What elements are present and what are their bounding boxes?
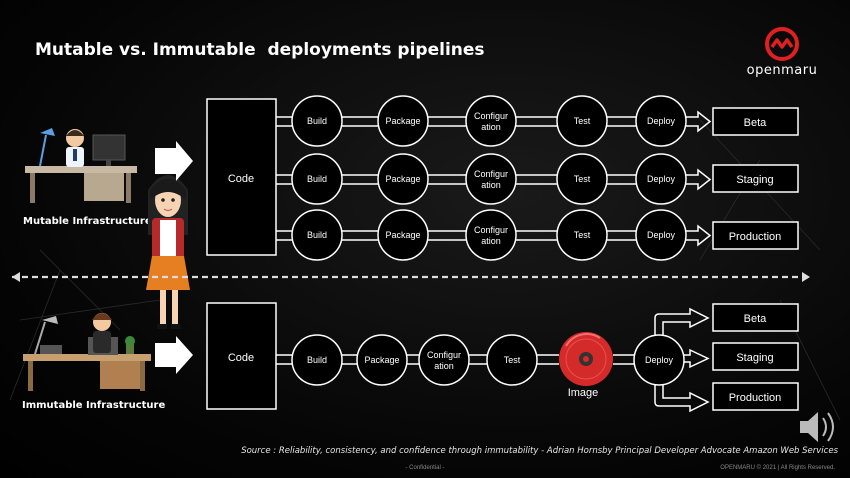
input-arrows	[155, 141, 193, 374]
target-staging-label: Staging	[736, 174, 773, 186]
stage-configuration	[465, 209, 517, 261]
mutable-code-box	[206, 98, 277, 256]
mutable-infrastructure-label: Mutable Infrastructure	[23, 216, 152, 227]
stage-package-label: Package	[385, 116, 420, 126]
image-label: Image	[568, 387, 599, 399]
target-beta-label: Beta	[744, 117, 768, 129]
openmaru-logo-icon	[765, 27, 799, 61]
image-disc-icon	[559, 332, 613, 386]
presenter-illustration	[146, 175, 190, 329]
stage-deploy-label: Deploy	[647, 230, 676, 240]
target-production-box	[712, 382, 799, 411]
target-production-label: Production	[729, 392, 782, 404]
stage-test	[486, 334, 538, 386]
stage-build-label: Build	[307, 116, 327, 126]
stage-package	[377, 209, 429, 261]
stage-deploy-label: Deploy	[647, 174, 676, 184]
stage-test	[556, 153, 608, 205]
stage-test-label: Test	[574, 230, 591, 240]
immutable-code-label: Code	[228, 352, 254, 364]
stage-build	[291, 95, 343, 147]
immutable-input-arrow	[155, 336, 193, 374]
stage-deploy-label: Deploy	[645, 355, 674, 365]
mutable-input-arrow	[155, 141, 193, 181]
deploy-branch-arrows	[654, 307, 710, 413]
stage-build	[291, 334, 343, 386]
stage-deploy	[635, 209, 687, 261]
target-staging-label: Staging	[736, 352, 773, 364]
stage-package	[377, 95, 429, 147]
speaker-icon[interactable]	[800, 412, 834, 442]
row-connectors	[276, 110, 712, 133]
stage-test	[556, 209, 608, 261]
stage-deploy	[635, 95, 687, 147]
stage-test-label: Test	[574, 174, 591, 184]
logo-text: openmaru	[746, 63, 818, 78]
stage-configuration	[418, 334, 470, 386]
immutable-code-box	[206, 302, 277, 410]
stage-deploy	[633, 334, 685, 386]
stage-build	[291, 209, 343, 261]
immutable-connectors	[276, 354, 634, 365]
row-connectors	[276, 224, 712, 247]
stage-build	[291, 153, 343, 205]
target-beta-box	[712, 107, 799, 136]
divider-left-arrow-icon	[12, 272, 20, 282]
page-title: Mutable vs. Immutable deployments pipeli…	[35, 40, 485, 60]
target-staging-box	[712, 164, 799, 193]
stage-package	[377, 153, 429, 205]
stage-configuration	[465, 153, 517, 205]
source-citation: Source : Reliability, consistency, and c…	[241, 446, 838, 456]
stage-package	[356, 334, 408, 386]
row-connectors	[276, 168, 712, 191]
stage-package-label: Package	[364, 355, 399, 365]
stage-deploy-label: Deploy	[647, 116, 676, 126]
confidential-label: - Confidential -	[405, 465, 445, 471]
stage-deploy	[635, 153, 687, 205]
divider-right-arrow-icon	[802, 272, 810, 282]
target-beta-label: Beta	[744, 313, 768, 325]
mutable-developer-illustration	[25, 128, 137, 203]
stage-configuration	[465, 95, 517, 147]
stage-build-label: Build	[307, 174, 327, 184]
stage-build-label: Build	[307, 355, 327, 365]
target-production-label: Production	[729, 231, 782, 243]
target-beta-box	[712, 303, 799, 332]
mutable-code-label: Code	[228, 173, 254, 185]
stage-test	[556, 95, 608, 147]
stage-build-label: Build	[307, 230, 327, 240]
stage-package-label: Package	[385, 230, 420, 240]
stage-package-label: Package	[385, 174, 420, 184]
immutable-infrastructure-label: Immutable Infrastructure	[22, 400, 166, 411]
stage-test-label: Test	[504, 355, 521, 365]
copyright-label: OPENMARU © 2021 | All Rights Reserved.	[720, 465, 835, 471]
immutable-developer-illustration	[23, 313, 151, 391]
target-production-box	[712, 221, 799, 250]
target-staging-box	[712, 342, 799, 371]
stage-test-label: Test	[574, 116, 591, 126]
